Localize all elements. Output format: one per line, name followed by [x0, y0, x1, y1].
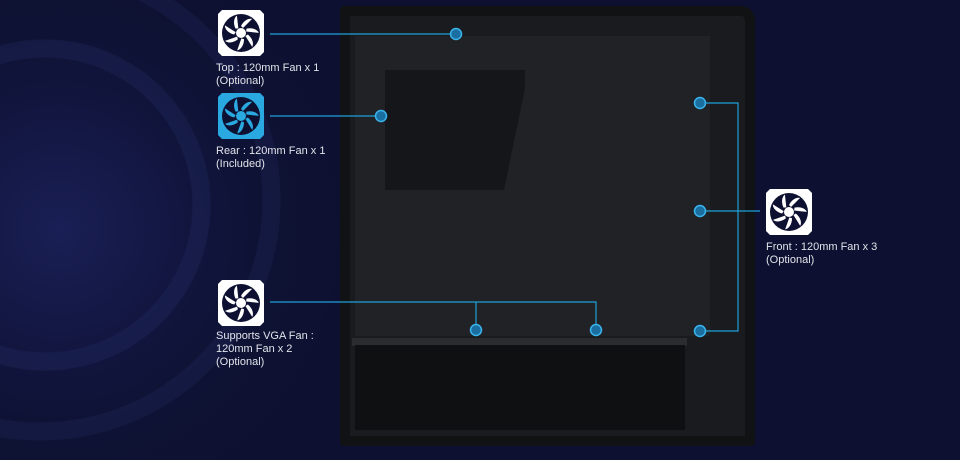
fan-icon	[766, 189, 812, 235]
rear-fan-marker	[374, 109, 388, 123]
label-line: (Included)	[216, 158, 265, 170]
label-line: Front : 120mm Fan x 3	[766, 241, 878, 253]
label-line: Top : 120mm Fan x 1	[216, 62, 320, 74]
front-fan-marker	[693, 324, 707, 338]
motherboard-tray-cutout	[385, 70, 525, 190]
label-line: Rear : 120mm Fan x 1	[216, 145, 326, 157]
psu-shroud	[352, 338, 687, 346]
rear-fan-label: Rear : 120mm Fan x 1(Included)	[216, 145, 325, 171]
label-line: Supports VGA Fan :	[216, 330, 314, 342]
fan-icon	[218, 280, 264, 326]
label-line: (Optional)	[216, 75, 265, 87]
front-fan-marker	[693, 96, 707, 110]
front-fan-marker	[693, 204, 707, 218]
top-fan-marker	[449, 27, 463, 41]
label-line: (Optional)	[216, 356, 265, 368]
label-line: 120mm Fan x 2	[216, 343, 293, 355]
label-line: (Optional)	[766, 254, 815, 266]
fan-icon	[218, 10, 264, 56]
vga-fan-label: Supports VGA Fan :120mm Fan x 2(Optional…	[216, 330, 314, 369]
front-fan-label: Front : 120mm Fan x 3(Optional)	[766, 241, 877, 267]
top-fan-label: Top : 120mm Fan x 1(Optional)	[216, 62, 319, 88]
fan-icon	[218, 93, 264, 139]
vga-fan-marker	[469, 323, 483, 337]
psu-chamber	[355, 345, 685, 430]
vga-fan-marker	[589, 323, 603, 337]
